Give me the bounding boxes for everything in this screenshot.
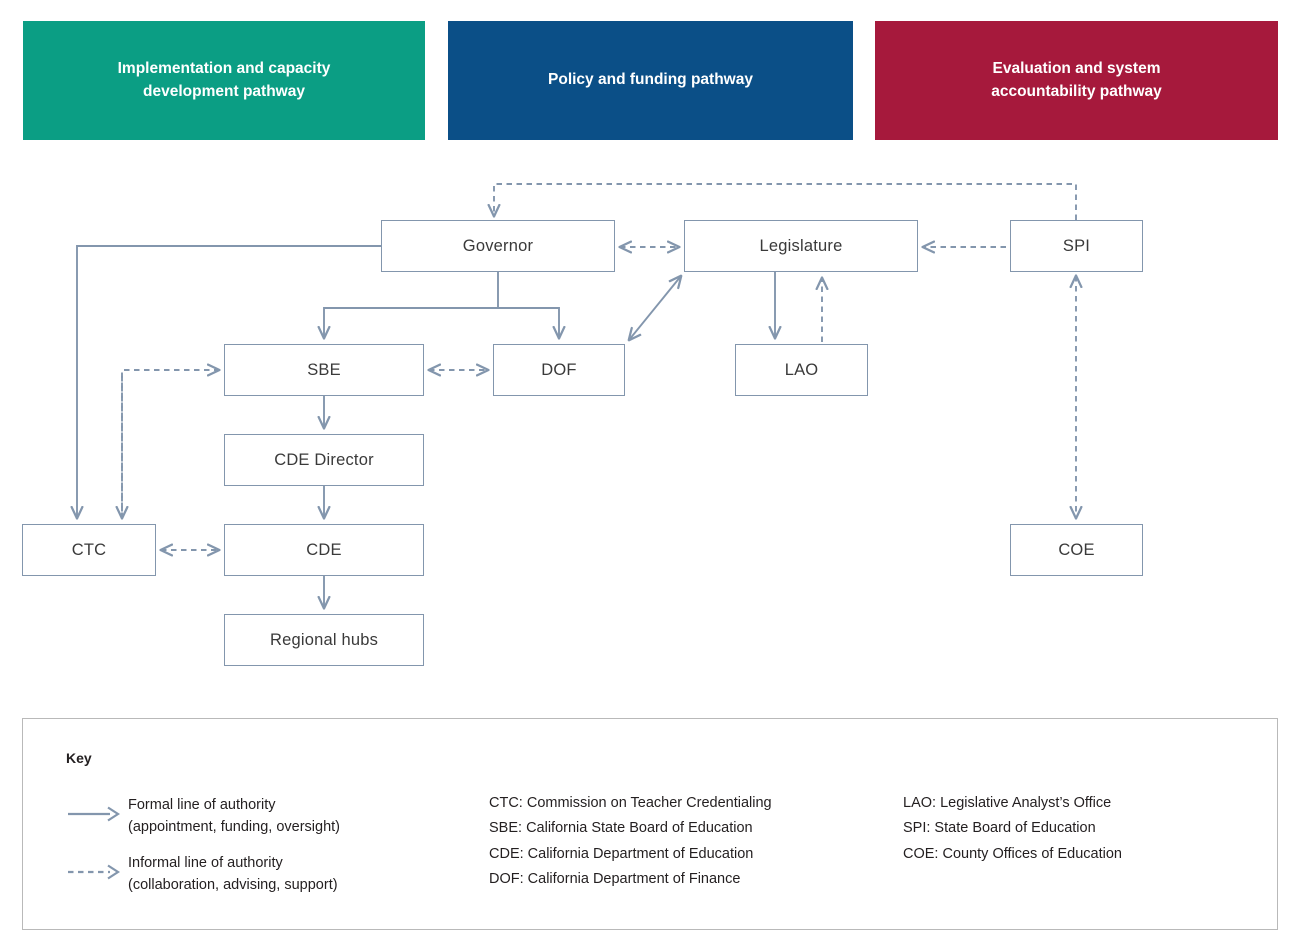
node-regional-hubs-label: Regional hubs [269,630,379,649]
node-legislature-label: Legislature [759,236,843,255]
banner-implementation-line2: development pathway [143,82,305,100]
node-cde-director-label: CDE Director [274,450,374,469]
key-legend-panel: Key Formal line of authority (appointmen… [22,718,1278,930]
edge-ctc-to-sbe [121,370,219,518]
node-coe[interactable]: COE [1010,524,1143,576]
banner-evaluation-line2: accountability pathway [991,82,1162,100]
edge-governor-to-ctc [77,245,381,518]
node-cde[interactable]: CDE [224,524,424,576]
abbr-sbe: SBE: California State Board of Education [489,820,753,837]
node-regional-hubs[interactable]: Regional hubs [224,614,424,666]
key-informal-text: Informal line of authority (collaboratio… [128,853,338,897]
node-sbe[interactable]: SBE [224,344,424,396]
node-ctc-label: CTC [71,540,107,559]
node-governor-label: Governor [462,236,534,255]
banner-evaluation-line1: Evaluation and system [992,60,1161,78]
key-informal-line2: (collaboration, advising, support) [128,876,338,893]
informal-arrow-icon [66,862,128,887]
node-coe-label: COE [1058,540,1095,559]
abbr-cde: CDE: California Department of Education [489,845,754,862]
key-informal-line1: Informal line of authority [128,855,283,871]
key-row-informal: Informal line of authority (collaboratio… [66,853,338,897]
key-formal-line1: Formal line of authority [128,797,276,813]
edge-governor-to-dof [498,307,559,338]
abbreviations-column-1: CTC: Commission on Teacher Credentialing… [489,791,772,893]
node-lao-label: LAO [784,360,819,379]
key-formal-line2: (appointment, funding, oversight) [128,818,340,835]
key-formal-text: Formal line of authority (appointment, f… [128,795,340,839]
node-cde-label: CDE [306,540,342,559]
node-legislature[interactable]: Legislature [684,220,918,272]
banner-policy-line1: Policy and funding pathway [548,71,753,89]
node-sbe-label: SBE [307,360,341,379]
abbr-spi: SPI: State Board of Education [903,820,1096,837]
node-cde-director[interactable]: CDE Director [224,434,424,486]
banner-implementation-pathway: Implementation and capacity development … [23,21,425,140]
edge-dof-legislature [629,276,681,340]
banner-implementation-line1: Implementation and capacity [117,60,331,78]
edge-spi-to-governor [494,183,1077,220]
key-row-formal: Formal line of authority (appointment, f… [66,795,340,839]
banner-policy-pathway: Policy and funding pathway [448,21,853,140]
abbr-lao: LAO: Legislative Analyst’s Office [903,795,1112,811]
banner-evaluation-pathway: Evaluation and system accountability pat… [875,21,1278,140]
key-title: Key [66,750,92,766]
node-spi-label: SPI [1062,236,1091,255]
node-lao[interactable]: LAO [735,344,868,396]
abbr-coe: COE: County Offices of Education [903,845,1122,862]
abbr-ctc: CTC: Commission on Teacher Credentialing [489,795,772,811]
node-spi[interactable]: SPI [1010,220,1143,272]
abbreviations-column-2: LAO: Legislative Analyst’s Office SPI: S… [903,791,1122,867]
node-dof-label: DOF [541,360,577,379]
abbr-dof: DOF: California Department of Finance [489,871,741,888]
edge-governor-split [324,272,499,338]
diagram-connectors: Legislature (informal, two-way) --> DOF … [0,183,1300,700]
node-dof[interactable]: DOF [493,344,625,396]
node-governor[interactable]: Governor [381,220,615,272]
formal-arrow-icon [66,804,128,829]
node-ctc[interactable]: CTC [22,524,156,576]
